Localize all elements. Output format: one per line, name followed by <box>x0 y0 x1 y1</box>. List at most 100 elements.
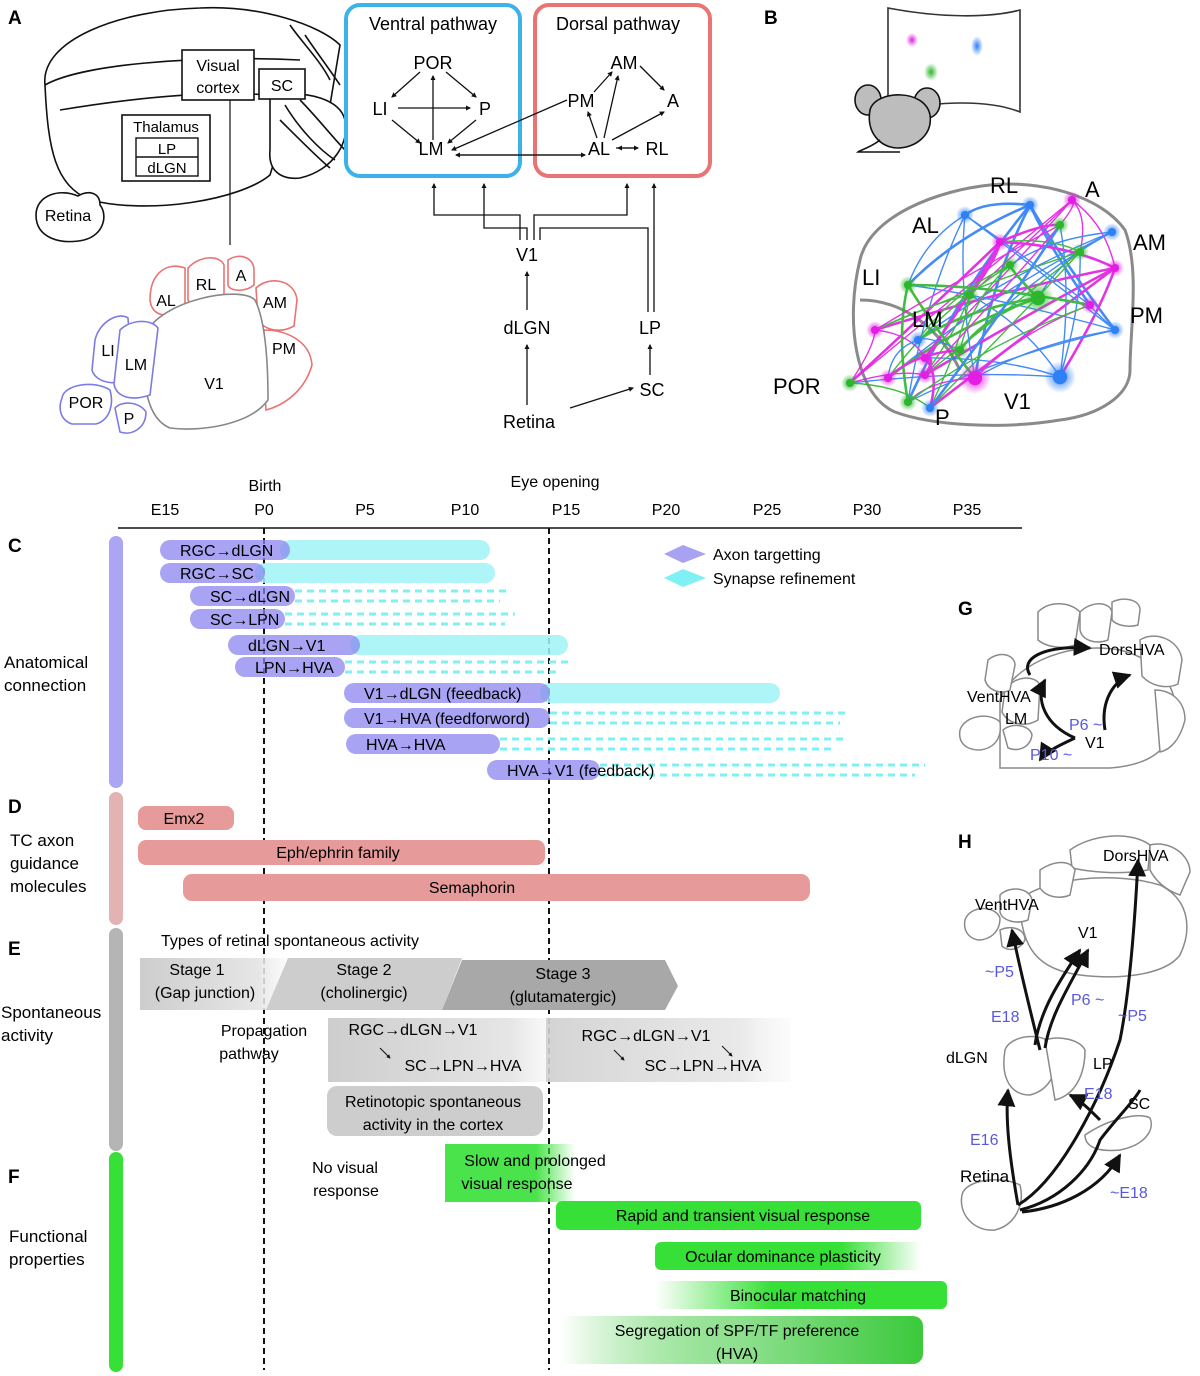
network-edge <box>924 251 1081 376</box>
node-lm: LM <box>418 139 443 159</box>
anat-label-4: dLGN→V1 <box>248 638 325 655</box>
axon-bar <box>487 760 600 780</box>
semaphorin-bar <box>183 874 810 901</box>
h-e18a: E18 <box>991 1009 1020 1026</box>
tick-p20: P20 <box>652 502 681 519</box>
eph-text: Eph/ephrin family <box>276 845 400 862</box>
sec-e-2: activity <box>1 1026 53 1045</box>
h-p5b: ~P5 <box>1118 1008 1147 1025</box>
stage3-l2: (glutamatergic) <box>510 989 617 1006</box>
anat-label-8: HVA→HVA <box>366 737 446 754</box>
network-node-core <box>883 373 893 383</box>
node-v1: V1 <box>516 245 538 265</box>
sec-c-1: Anatomical <box>4 653 88 672</box>
ventral-pathway-box <box>344 3 522 178</box>
h-dlgn: dLGN <box>946 1050 988 1067</box>
g-v1: V1 <box>1085 735 1105 752</box>
legend-synapse-swatch <box>664 569 706 587</box>
panel-g-map <box>958 598 1186 769</box>
dorsal-title: Dorsal pathway <box>556 14 680 34</box>
area-li: LI <box>101 343 114 360</box>
axon-bar <box>235 657 345 677</box>
section-bar-e <box>109 928 123 1151</box>
network-node-core <box>913 335 923 345</box>
network-node-core <box>1075 247 1085 257</box>
anat-label-5: LPN→HVA <box>255 660 334 677</box>
propagation-l2: pathway <box>219 1046 279 1063</box>
panel-letter-g: G <box>958 599 973 620</box>
network-node-core <box>1005 260 1015 270</box>
types-title: Types of retinal spontaneous activity <box>161 933 419 950</box>
anat-label-7: V1→HVA (feedforword) <box>364 711 530 728</box>
tick-p0: P0 <box>254 502 274 519</box>
net-pm: PM <box>1130 303 1163 328</box>
net-a: A <box>1085 177 1100 202</box>
tick-p5: P5 <box>355 502 375 519</box>
net-v1: V1 <box>1004 389 1031 414</box>
network-node-core <box>967 370 983 386</box>
axon-bar <box>160 540 290 560</box>
anat-label-0: RGC→dLGN <box>180 543 273 560</box>
eye-opening-label: Eye opening <box>511 474 600 491</box>
pathway-nodes: POR LI P LM AM PM A AL RL V1 dLGN LP SC … <box>372 53 679 432</box>
network-edge <box>874 266 1116 332</box>
sec-d-3: molecules <box>10 877 87 896</box>
tick-p10: P10 <box>451 502 480 519</box>
net-lm: LM <box>912 307 943 332</box>
node-pm: PM <box>568 91 595 111</box>
g-dors: DorsHVA <box>1099 642 1165 659</box>
network-node-core <box>1055 220 1065 230</box>
semaphorin-text: Semaphorin <box>429 880 515 897</box>
node-dlgn: dLGN <box>503 318 550 338</box>
area-rl: RL <box>196 277 217 294</box>
anat-label-6: V1→dLGN (feedback) <box>364 686 521 703</box>
propagation-l1: Propagation <box>221 1023 307 1040</box>
network-node-core <box>1030 290 1046 306</box>
visual-cortex-label-2: cortex <box>196 80 240 97</box>
network-edge <box>924 224 1061 376</box>
network-edge <box>1059 224 1067 378</box>
ventral-title: Ventral pathway <box>369 14 497 34</box>
dlgn-label: dLGN <box>147 160 186 177</box>
h-e16: E16 <box>970 1132 999 1149</box>
mouse-icon <box>854 84 941 153</box>
area-am: AM <box>263 295 287 312</box>
sec-c-2: connection <box>4 676 86 695</box>
retina-shape <box>35 191 105 243</box>
h-sc: SC <box>1128 1096 1150 1113</box>
network-node-core <box>995 237 1005 247</box>
network-edge <box>964 214 1091 306</box>
sec-f-2: properties <box>9 1250 85 1269</box>
sc-label: SC <box>271 78 293 95</box>
retina-label: Retina <box>45 208 91 225</box>
area-por: POR <box>69 395 104 412</box>
lp-label: LP <box>158 141 176 158</box>
panel-letter-d: D <box>8 797 22 818</box>
anat-label-9: HVA→V1 (feedback) <box>507 763 654 780</box>
section-bar-d <box>109 792 123 925</box>
stage1-bar <box>140 958 288 1010</box>
tick-e15: E15 <box>151 502 180 519</box>
network-node-core <box>845 378 855 388</box>
h-p5a: ~P5 <box>985 964 1014 981</box>
network-node-core <box>925 403 935 413</box>
area-v1: V1 <box>204 376 224 393</box>
axon-bar <box>190 586 295 606</box>
network-node-core <box>1110 325 1120 335</box>
retinotopic-1: Retinotopic spontaneous <box>345 1094 521 1111</box>
node-am: AM <box>611 53 638 73</box>
legend-axon-swatch <box>664 545 706 563</box>
panel-letter-a: A <box>8 8 22 29</box>
node-lp: LP <box>639 318 661 338</box>
path-a-1: RGC→dLGN→V1 <box>349 1022 478 1039</box>
h-dors: DorsHVA <box>1103 848 1169 865</box>
tick-p15: P15 <box>552 502 581 519</box>
synapse-bar <box>280 540 490 560</box>
network-node-core <box>955 345 965 355</box>
network-node-core <box>920 370 930 380</box>
network-node-core <box>920 353 930 363</box>
thalamus-label: Thalamus <box>133 119 199 136</box>
net-li: LI <box>862 265 880 290</box>
no-visual-2: response <box>313 1183 379 1200</box>
